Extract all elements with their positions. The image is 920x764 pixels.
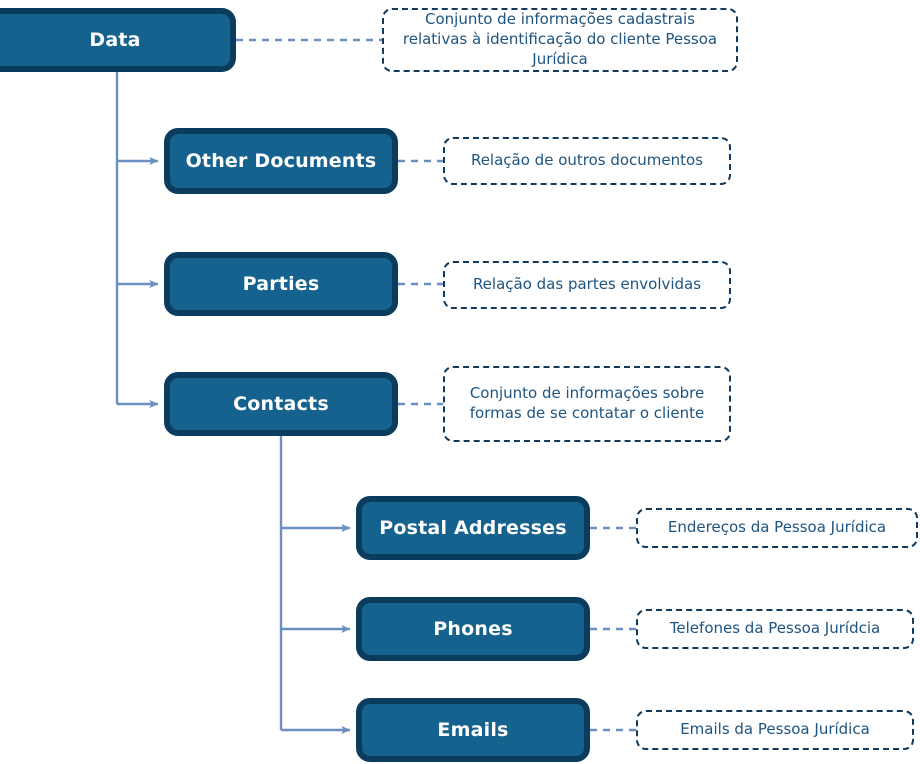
note-data: Conjunto de informações cadastrais relat… (382, 8, 738, 72)
node-parties[interactable]: Parties (164, 252, 398, 316)
note-text: Relação de outros documentos (470, 151, 704, 170)
node-label: Contacts (233, 392, 329, 415)
node-postal-addresses[interactable]: Postal Addresses (356, 496, 590, 560)
node-other-documents[interactable]: Other Documents (164, 128, 398, 194)
note-text: Emails da Pessoa Jurídica (680, 720, 870, 739)
note-text: Relação das partes envolvidas (472, 275, 702, 294)
note-other-documents: Relação de outros documentos (443, 137, 731, 185)
node-data[interactable]: Data (0, 8, 236, 72)
node-emails[interactable]: Emails (356, 698, 590, 762)
node-contacts[interactable]: Contacts (164, 372, 398, 436)
node-label: Emails (437, 718, 509, 741)
note-contacts: Conjunto de informações sobre formas de … (443, 366, 731, 442)
note-phones: Telefones da Pessoa Jurídcia (636, 609, 914, 649)
node-label: Postal Addresses (379, 516, 567, 539)
note-emails: Emails da Pessoa Jurídica (636, 710, 914, 750)
note-text: Conjunto de informações sobre formas de … (469, 384, 705, 422)
note-text: Endereços da Pessoa Jurídica (667, 518, 887, 537)
node-label: Parties (242, 272, 320, 295)
node-label: Data (89, 28, 141, 51)
note-postal-addresses: Endereços da Pessoa Jurídica (636, 508, 918, 548)
node-label: Phones (433, 617, 513, 640)
note-parties: Relação das partes envolvidas (443, 261, 731, 309)
note-text: Conjunto de informações cadastrais relat… (402, 10, 718, 68)
note-text: Telefones da Pessoa Jurídcia (669, 619, 881, 638)
node-phones[interactable]: Phones (356, 597, 590, 661)
node-label: Other Documents (185, 149, 377, 172)
